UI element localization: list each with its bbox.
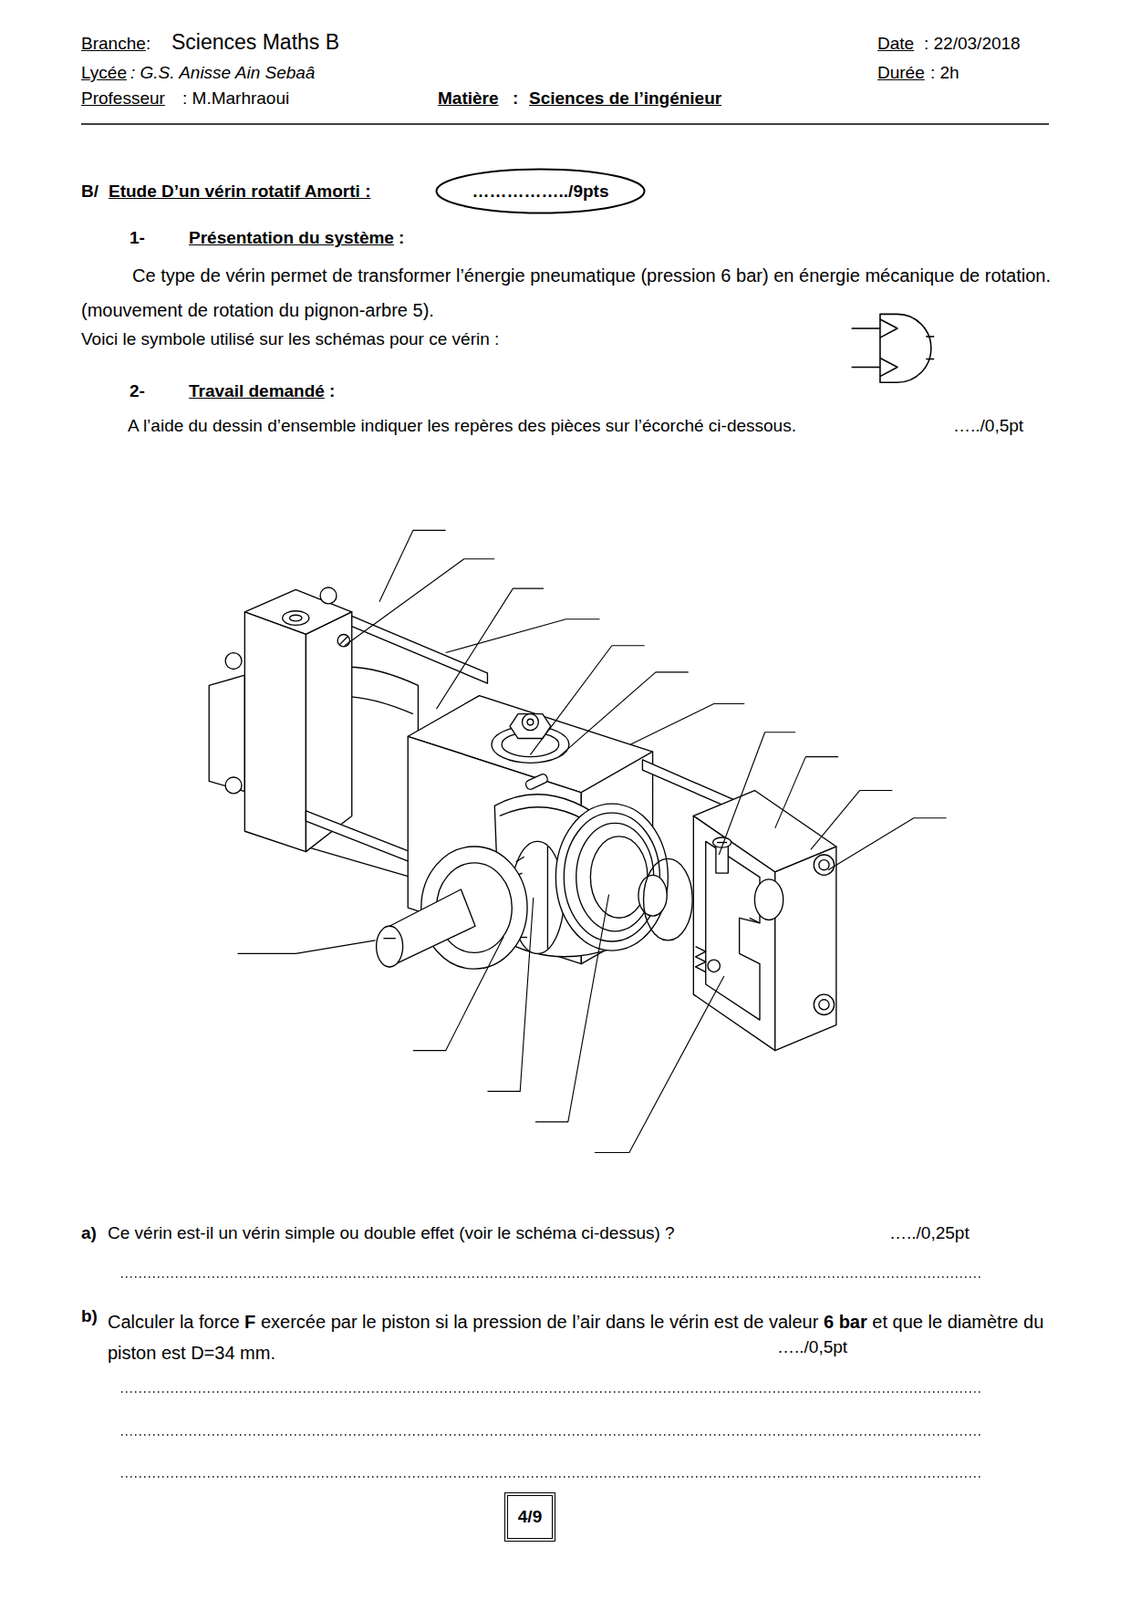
header-label: Matière <box>437 88 499 110</box>
paragraph: Ce type de vérin permet de transformer l… <box>81 258 1051 328</box>
leader-lines <box>238 529 947 1152</box>
rotary-actuator-symbol <box>851 313 935 383</box>
question-text: exercée par le piston si la pression de … <box>260 1311 819 1332</box>
node-text: 4/9 <box>518 1506 542 1527</box>
section-title: Etude D’un vérin rotatif Amorti : <box>108 181 371 203</box>
instruction: A l’aide du dessin d’ensemble indiquer l… <box>127 415 797 437</box>
pressure-value: 6 bar <box>823 1311 868 1332</box>
colon: : <box>329 381 335 403</box>
header-label: Durée <box>877 62 925 84</box>
header-label: Professeur <box>81 88 166 110</box>
page-number-box: 4/9 <box>504 1492 556 1542</box>
answer-lines <box>121 1276 981 1477</box>
header-label: Lycée <box>81 62 127 84</box>
school-name: : G.S. Anisse Ain Sebaâ <box>130 62 315 84</box>
colon: : <box>398 228 405 250</box>
question-text: Calculer la force <box>107 1311 240 1332</box>
exam-date: : 22/03/2018 <box>923 33 1021 55</box>
variable-name: F <box>244 1311 256 1332</box>
section-number: B/ <box>81 181 99 203</box>
teacher-name: : M.Marhraoui <box>182 88 290 110</box>
question-text: Ce vérin est-il un vérin simple ou doubl… <box>107 1223 675 1245</box>
header-label: Branche <box>81 33 146 55</box>
question-letter: a) <box>81 1223 97 1245</box>
cylinder-cutaway <box>208 587 837 1051</box>
subject-name: Sciences de l’ingénieur <box>529 88 722 110</box>
score-mark: …../0,5pt <box>953 415 1024 437</box>
step-heading: Travail demandé <box>188 381 325 403</box>
step-heading: Présentation du système <box>188 228 395 250</box>
class-name: Sciences Maths B <box>171 30 340 56</box>
sentence: Voici le symbole utilisé sur les schémas… <box>81 329 499 351</box>
question-block: Calculer la forceFexercée par le piston … <box>107 1306 1052 1369</box>
step-number: 2- <box>129 381 146 403</box>
step-number: 1- <box>129 228 146 250</box>
question-letter: b) <box>81 1306 98 1328</box>
score-mark: …../0,25pt <box>889 1223 970 1245</box>
colon: : <box>145 33 151 55</box>
header-label: Date <box>877 33 914 55</box>
colon: : <box>512 88 519 110</box>
exam-duration: : 2h <box>930 62 960 84</box>
score-mark: …../0,5pt <box>777 1337 848 1359</box>
header-rule <box>81 123 1049 125</box>
node-text: ……………../9pts <box>472 181 610 202</box>
score-ellipse: ……………../9pts <box>435 167 646 215</box>
